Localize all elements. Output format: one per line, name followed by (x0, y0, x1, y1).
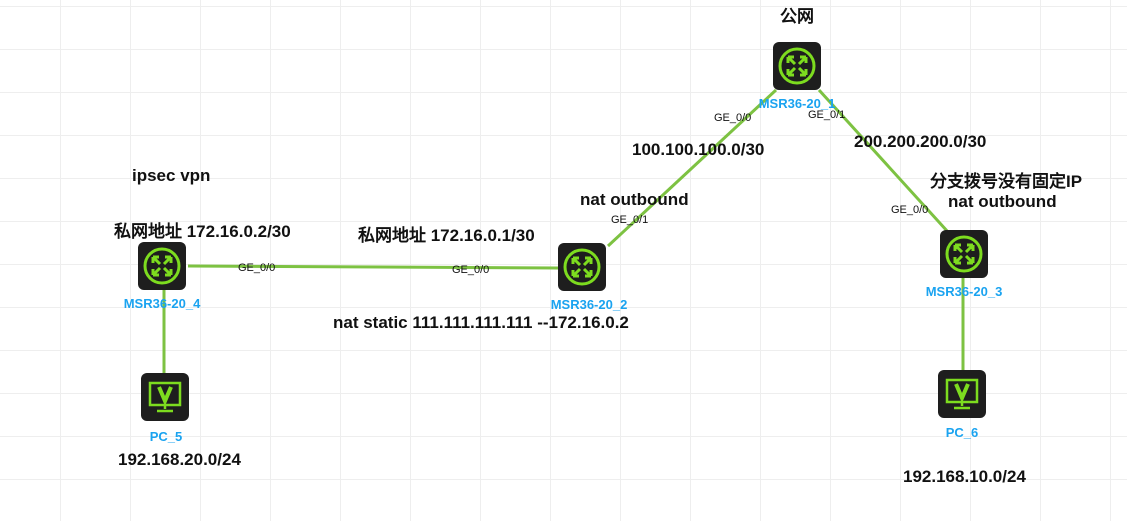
pc-5[interactable] (141, 373, 189, 421)
router-msr36-20-1[interactable] (773, 42, 821, 90)
note-net1: 100.100.100.0/30 (632, 140, 765, 159)
link-r4-r2[interactable] (187, 264, 559, 270)
router-icon (945, 235, 983, 273)
note-ipsec: ipsec vpn (132, 166, 211, 185)
pc-6[interactable] (938, 370, 986, 418)
port-r4-ge00: GE_0/0 (238, 262, 276, 274)
router-label: MSR36-20_1 (758, 96, 836, 111)
router-label: MSR36-20_2 (550, 297, 628, 312)
note-natstatic: nat static 111.111.111.111 --172.16.0.2 (333, 313, 629, 332)
note-lan5: 192.168.20.0/24 (118, 450, 241, 469)
pc-monitor-icon (945, 378, 979, 410)
pc-label: PC_6 (945, 425, 979, 440)
note-nat2: nat outbound (948, 192, 1057, 211)
note-branch: 分支拨号没有固定IP (930, 172, 1083, 191)
port-r3-ge00: GE_0/0 (891, 204, 929, 216)
pc-monitor-icon (148, 381, 182, 413)
router-msr36-20-4[interactable] (138, 242, 186, 290)
router-msr36-20-2[interactable] (558, 243, 606, 291)
router-label: MSR36-20_4 (123, 296, 201, 311)
router-label: MSR36-20_3 (925, 284, 1003, 299)
router-icon (563, 248, 601, 286)
note-public: 公网 (780, 7, 814, 26)
note-priv2: 私网地址 172.16.0.1/30 (358, 226, 535, 245)
note-net2: 200.200.200.0/30 (854, 132, 987, 151)
port-r1-ge01: GE_0/1 (808, 109, 846, 121)
port-r1-ge00: GE_0/0 (714, 112, 752, 124)
router-msr36-20-3[interactable] (940, 230, 988, 278)
note-nat1: nat outbound (580, 190, 689, 209)
link-r1-r3[interactable] (817, 88, 950, 234)
router-icon (143, 247, 181, 285)
port-r2-ge00: GE_0/0 (452, 264, 490, 276)
note-lan6: 192.168.10.0/24 (903, 467, 1026, 486)
pc-label: PC_5 (149, 429, 183, 444)
port-r2-ge01: GE_0/1 (611, 214, 649, 226)
note-priv4: 私网地址 172.16.0.2/30 (114, 222, 291, 241)
link-r2-r1[interactable] (606, 88, 778, 248)
router-icon (778, 47, 816, 85)
